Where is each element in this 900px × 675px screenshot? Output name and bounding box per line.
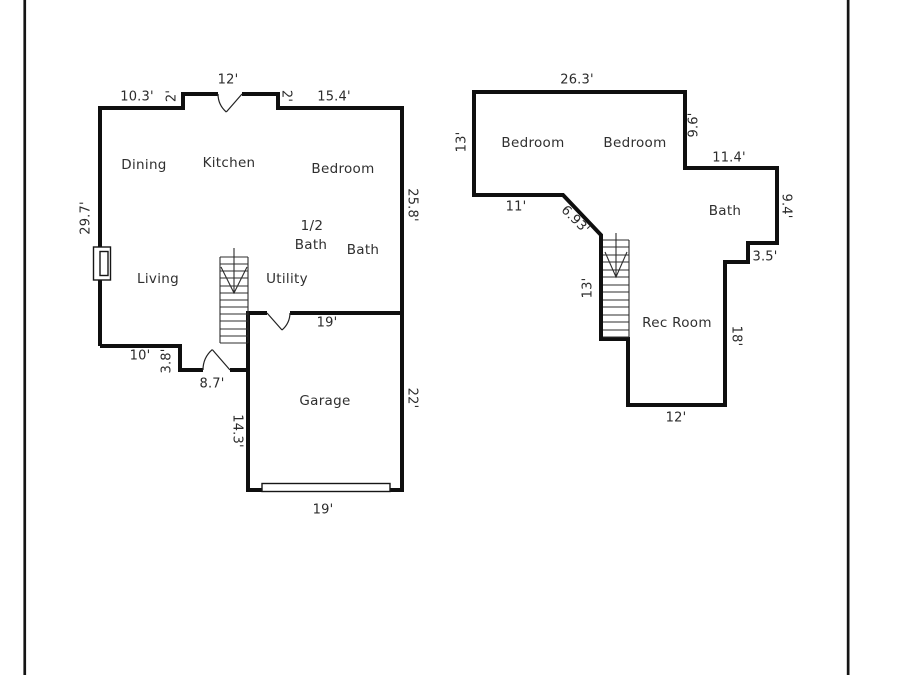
wall-top-right-and-east: [242, 92, 404, 492]
room-label-bath: Bath: [709, 203, 742, 219]
room-label-half-bath-line1: 1/2: [301, 218, 324, 234]
room-label-garage: Garage: [299, 393, 350, 409]
room-label-utility: Utility: [266, 271, 308, 287]
garage-door-symbol: [261, 482, 391, 493]
dim-right-step: 9.6': [687, 112, 702, 137]
window-symbol-inner: [99, 250, 109, 277]
dim-jog: 3.8': [160, 348, 175, 373]
wall-bottom-left-jog: [100, 344, 203, 372]
door-arc: [217, 93, 227, 113]
room-label-rec-room: Rec Room: [642, 315, 712, 331]
room-label-kitchen: Kitchen: [203, 155, 256, 171]
door-leaf: [225, 93, 243, 113]
dim-step-left: 2': [165, 90, 180, 102]
dim-right-upper: 25.8': [405, 188, 420, 222]
photo-edge-left: [23, 0, 27, 675]
dim-hall-bottom: 11': [506, 200, 527, 215]
room-label-living: Living: [137, 271, 179, 287]
wall-outline: [472, 90, 779, 407]
second-floor-plan: Bedroom Bedroom Bath Rec Room 26.3' 13' …: [455, 73, 794, 426]
dim-bath-top: 11.4': [712, 151, 746, 166]
room-label-dining: Dining: [121, 157, 166, 173]
dim-bath-right: 9.4': [779, 193, 794, 218]
dim-left-side: 29.7': [79, 201, 94, 235]
room-label-bedroom: Bedroom: [311, 161, 374, 177]
dim-rec-right: 18': [729, 326, 744, 347]
dim-garage-bottom: 19': [313, 503, 334, 518]
door-leaf: [211, 349, 231, 371]
dim-left-side: 13': [455, 132, 470, 153]
dim-bottom-left: 10': [130, 349, 151, 364]
room-label-bath: Bath: [347, 242, 380, 258]
first-floor-plan: Dining Kitchen Bedroom 1/2 Bath Bath Liv…: [79, 73, 420, 518]
stairs-direction-arrow: [604, 233, 628, 279]
dim-top-left: 10.3': [120, 90, 154, 105]
stairs-first-floor: [219, 248, 249, 344]
stairs-second-floor: [603, 233, 630, 338]
dim-step-right: 2': [279, 90, 294, 102]
dim-top: 26.3': [560, 73, 594, 88]
dim-garage-top: 19': [317, 316, 338, 331]
dim-garage-left: 14.3': [230, 414, 245, 448]
dim-entry: 8.7': [199, 377, 224, 392]
room-label-bedroom-right: Bedroom: [603, 135, 666, 151]
garage-interior-door: [266, 312, 291, 331]
wall-left-and-top: [98, 92, 218, 346]
dim-top-center: 12': [218, 73, 239, 88]
dim-garage-right: 22': [405, 388, 420, 409]
front-door: [217, 93, 243, 113]
back-entry-door: [202, 349, 231, 371]
dim-rec-bottom: 12': [666, 411, 687, 426]
door-arc: [202, 349, 213, 371]
door-leaf: [266, 312, 283, 331]
door-arc: [281, 312, 291, 331]
dim-top-right: 15.4': [317, 90, 351, 105]
dim-stairs: 13': [581, 278, 596, 299]
dim-bath-step: 3.5': [752, 250, 777, 265]
room-label-half-bath-line2: Bath: [295, 237, 328, 253]
room-label-bedroom-left: Bedroom: [501, 135, 564, 151]
stairs-direction-arrow: [220, 248, 248, 295]
photo-edge-right: [846, 0, 850, 675]
